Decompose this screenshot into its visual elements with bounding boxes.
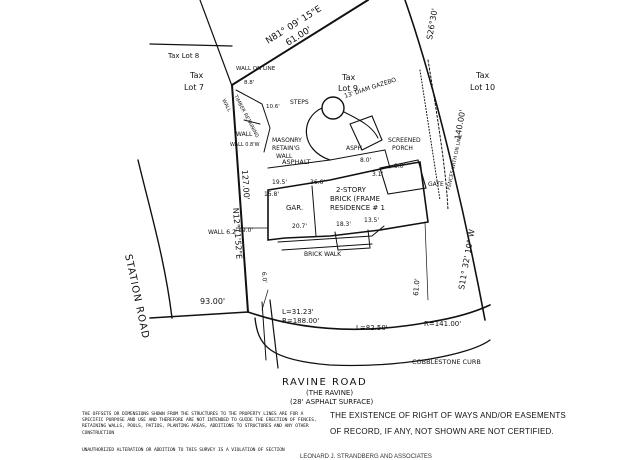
- arc-1-length: L=31.23': [282, 308, 314, 316]
- bearing-west-distance: 127.00': [240, 170, 251, 201]
- tax-lot-10-label-a: Tax: [475, 71, 489, 80]
- garage-label: GAR.: [286, 204, 303, 212]
- house-label-1: 2-STORY: [336, 186, 367, 194]
- asph-label: ASPH.: [346, 145, 364, 152]
- brick-walk: [277, 225, 385, 243]
- tax-lot-10-label-b: Lot 10: [470, 83, 495, 92]
- lot-line-10: [427, 59, 449, 211]
- alteration-note: UNAUTHORIZED ALTERATION OR ADDITION TO T…: [82, 448, 285, 453]
- porch-outline: [379, 159, 427, 195]
- ravine-road-subtitle: (THE RAVINE): [306, 389, 353, 397]
- timber-wall: [235, 89, 271, 153]
- cobblestone-curb-label: COBBLESTONE CURB: [412, 358, 481, 366]
- arc-1-radius: R=188.00': [282, 317, 319, 325]
- arc-2-radius: R=141.00': [424, 320, 461, 328]
- property-boundary-west: [231, 84, 249, 313]
- dim-61: 61.0': [412, 278, 422, 296]
- asphalt-label: ASPHALT: [282, 158, 311, 166]
- masonry-label-1: MASONRY: [272, 137, 302, 144]
- front-stoop: [334, 229, 371, 251]
- masonry-label-2: RETAIN'G: [272, 145, 300, 152]
- timber-wall-label-2: WALL: [220, 98, 232, 113]
- property-boundary-north: [231, 0, 369, 86]
- brick-walk-2: [281, 243, 373, 251]
- wall-west: [243, 119, 261, 125]
- gazebo: [321, 96, 345, 120]
- wall-on-line-label: WALL ON LINE: [236, 66, 276, 72]
- tax-lot-9-label-b: Lot 9: [338, 84, 358, 93]
- dim-31: 3.1': [372, 171, 384, 178]
- ravine-road-label: RAVINE ROAD: [282, 377, 367, 388]
- wall-dim-label: WALL 6.2': [208, 229, 238, 236]
- dim-80: 8.0': [360, 157, 372, 164]
- dim-90: 9.0': [394, 163, 406, 170]
- house-label-3: RESIDENCE # 1: [330, 204, 385, 212]
- tax-lot-9-label-a: Tax: [341, 73, 355, 82]
- asphalt-area: [267, 149, 391, 169]
- survey-notes: THE OFFSETS OR DIMENSIONS SHOWN FROM THE…: [0, 404, 640, 460]
- dim-line-61: [424, 221, 429, 301]
- brick-walk-label: BRICK WALK: [304, 251, 342, 258]
- gazebo-path: [343, 111, 379, 139]
- dim-135: 13.5': [364, 217, 379, 224]
- bearing-west: N12°11'52"E: [231, 208, 244, 260]
- easement-note-line-2: OF RECORD, IF ANY, NOT SHOWN ARE NOT CER…: [330, 427, 554, 436]
- wall-fence-label: FENCES WITH ON LINE: [446, 134, 464, 190]
- easement-note-line-1: THE EXISTENCE OF RIGHT OF WAYS AND/OR EA…: [330, 411, 566, 420]
- dim-365: 36.6': [310, 179, 325, 186]
- dim-60: 6.0': [260, 272, 268, 284]
- offsets-note: THE OFFSETS OR DIMENSIONS SHOWN FROM THE…: [82, 412, 317, 436]
- bearing-east-top: S26°30': [425, 8, 439, 41]
- surveyor-name: LEONARD J. STRANDBERG AND ASSOCIATES: [300, 454, 432, 460]
- house-outline: [267, 161, 429, 241]
- masonry-wall: [305, 107, 331, 161]
- dim-183: 18.3': [336, 221, 351, 228]
- steps-label: STEPS: [290, 99, 309, 106]
- lot-line-7: [199, 0, 233, 87]
- tax-lot-8-label: Tax Lot 8: [167, 52, 199, 60]
- screened-porch-label-2: PORCH: [392, 145, 413, 152]
- wall-fence-east: [419, 69, 441, 201]
- ravine-road-curb: [254, 317, 491, 367]
- arc-2-length: L=82.50': [356, 324, 388, 332]
- wall-ew-label: WALL 0.8'W: [230, 142, 260, 148]
- dim-106: 10.6': [266, 104, 280, 110]
- station-road-label: STATION ROAD: [122, 253, 151, 340]
- front-line-west: [149, 311, 249, 319]
- driveway-edge-2: [261, 301, 267, 361]
- tax-lot-7-label-b: Lot 7: [184, 83, 204, 92]
- house-label-2: BRICK (FRAME: [330, 195, 380, 203]
- dim-line-23: [261, 289, 269, 311]
- station-road-curb: [137, 159, 173, 319]
- property-boundary-south-arc: [247, 304, 491, 331]
- masonry-label-3: WALL: [276, 153, 293, 160]
- dim-207: 20.7': [292, 223, 307, 230]
- wall-left-label: WALL: [236, 131, 253, 138]
- gazebo-patio: [349, 115, 383, 151]
- driveway-edge: [269, 299, 279, 369]
- gate-label: GATE: [428, 181, 444, 188]
- dim-190: 19.0': [238, 227, 253, 234]
- lot-line-8: [149, 43, 233, 47]
- dim-158: 15.8': [264, 191, 279, 198]
- dim-93: 93.00': [200, 297, 225, 306]
- tax-lot-7-label-a: Tax: [189, 71, 203, 80]
- dim-88: 8.8': [244, 80, 254, 86]
- garage-line: [311, 185, 317, 237]
- ravine-road-surface: (28' ASPHALT SURFACE): [290, 398, 374, 406]
- property-boundary-east: [404, 0, 486, 321]
- screened-porch-label-1: SCREENED: [388, 137, 421, 144]
- dim-195: 19.5': [272, 179, 287, 186]
